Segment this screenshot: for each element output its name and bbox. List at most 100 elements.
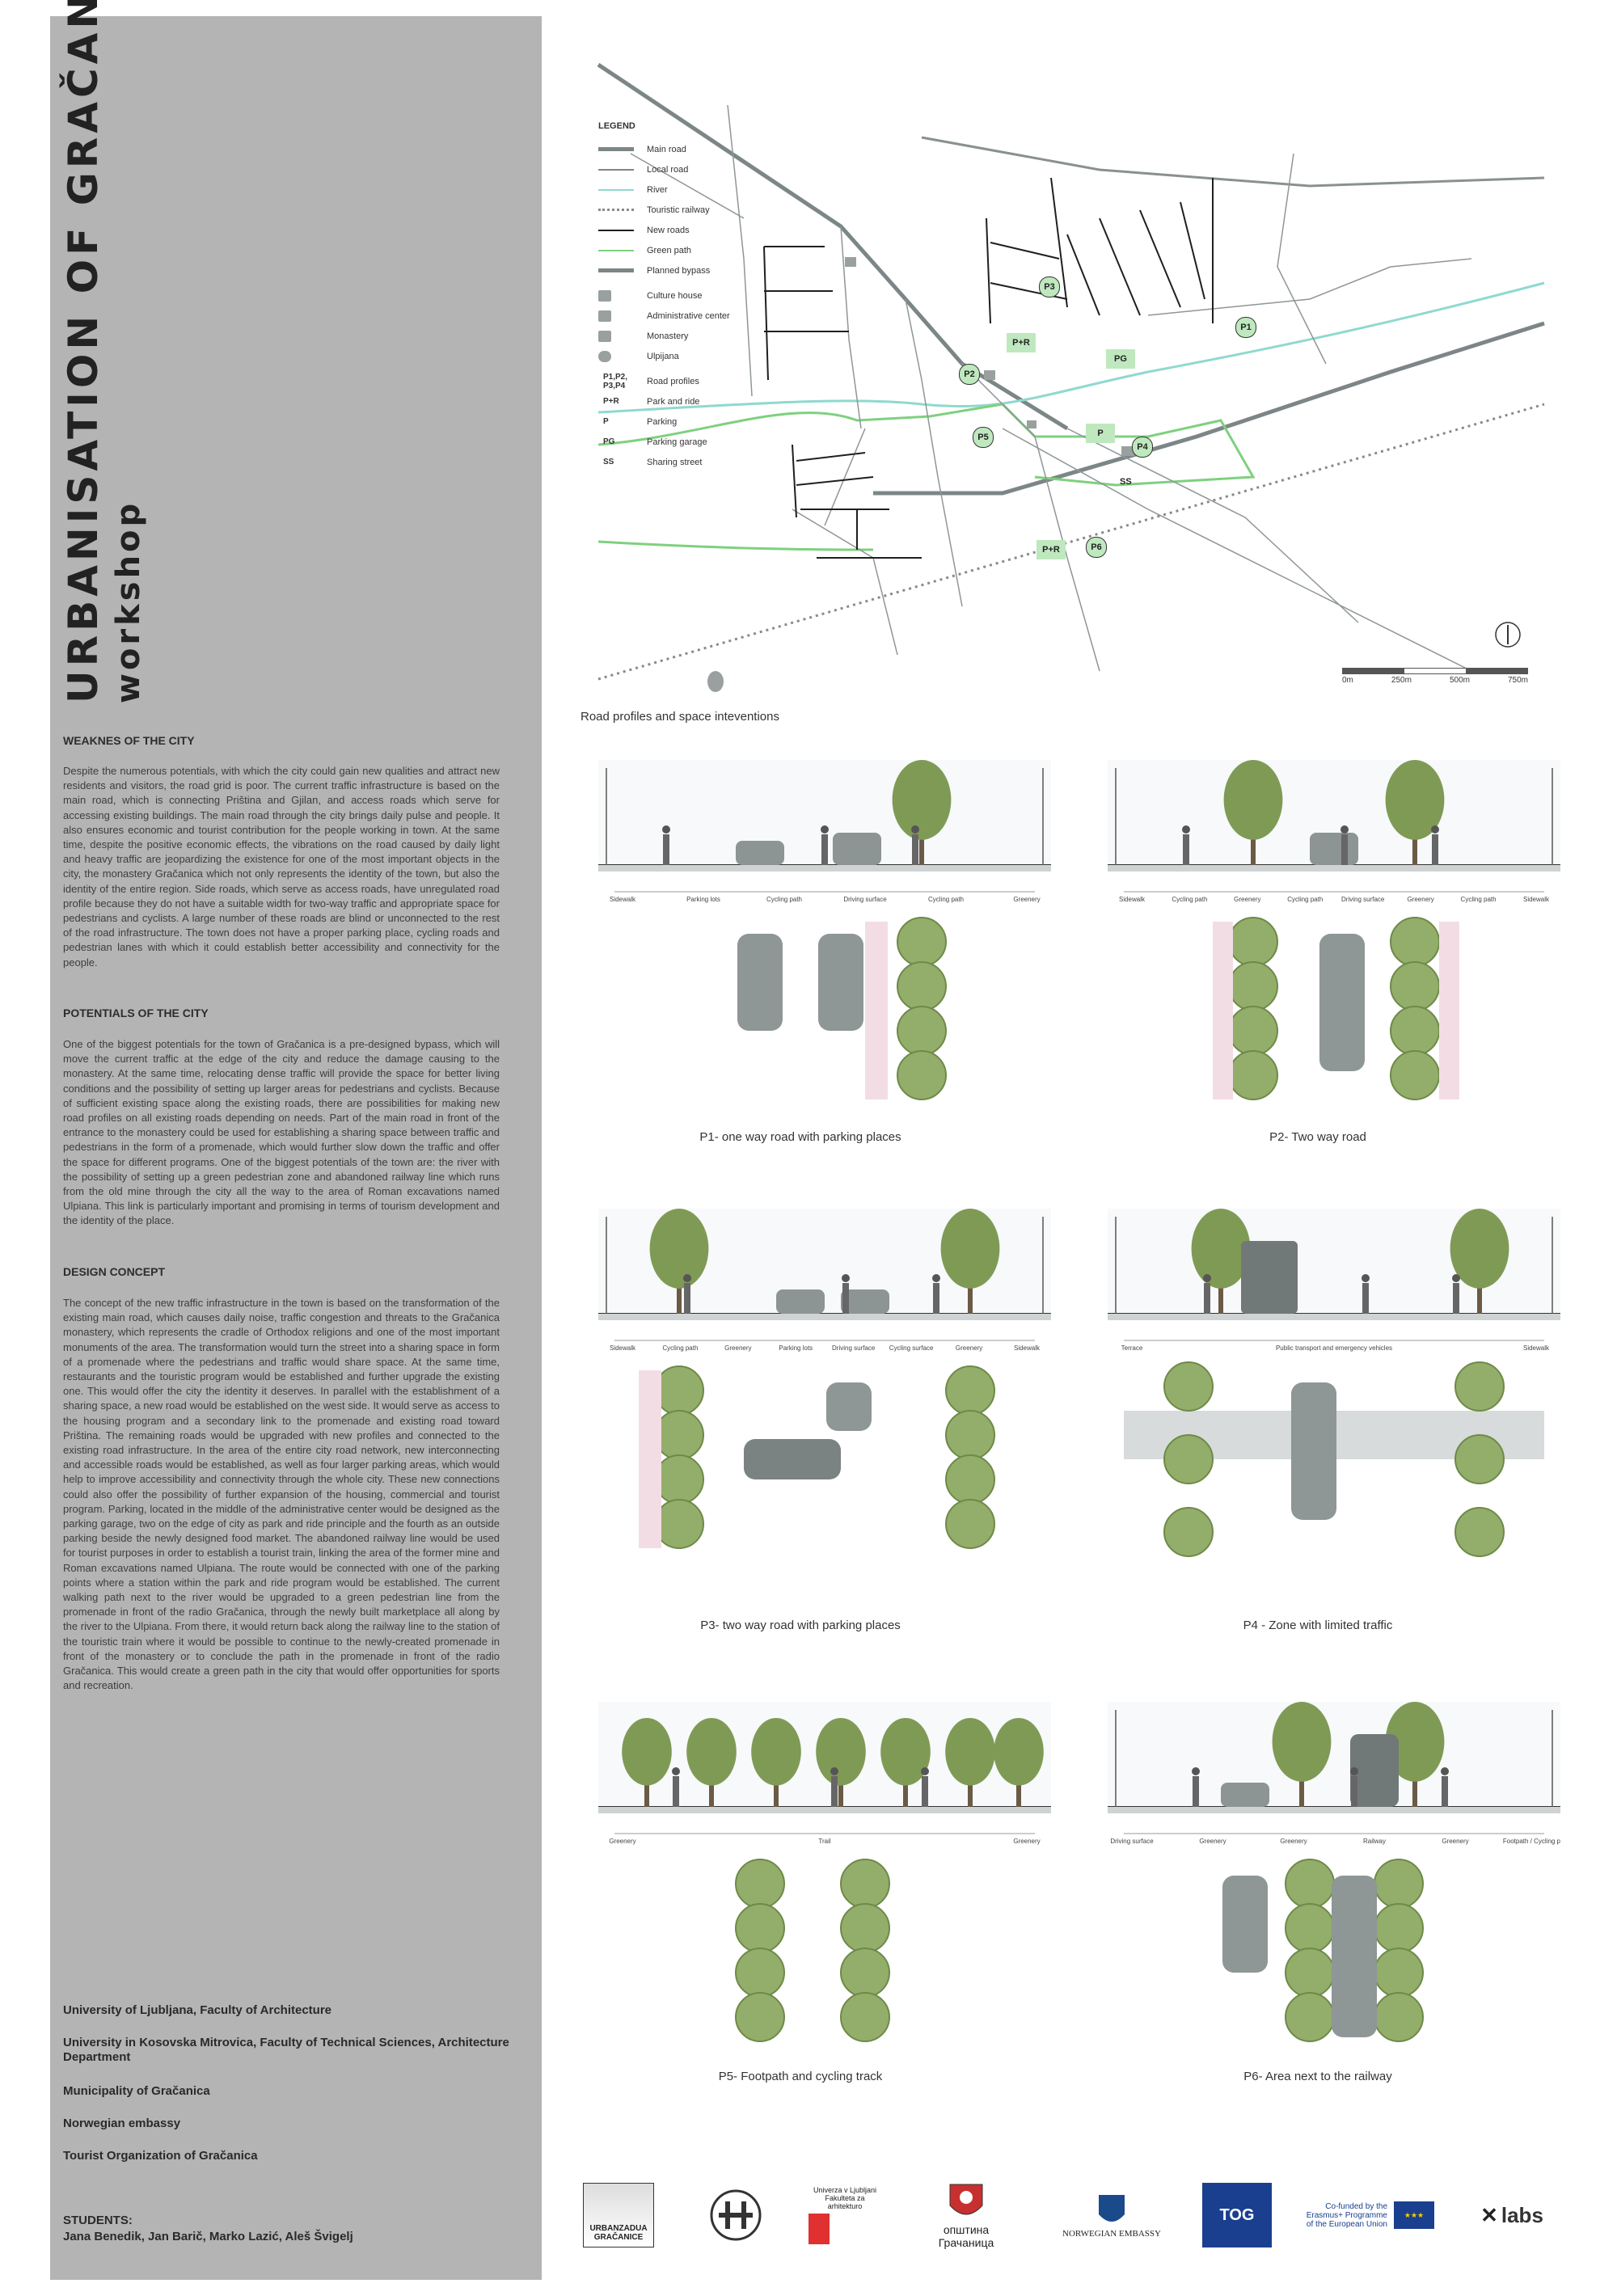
profile-label: Cycling path — [766, 896, 802, 903]
plan-tree — [1285, 1859, 1335, 1909]
profile-label: Driving surface — [1341, 896, 1385, 903]
map-marker-p2: P2 — [959, 364, 980, 385]
urban-zadua-gracanice-logo: URBANZADUA GRAČANICE — [582, 2175, 655, 2256]
person-icon — [672, 1767, 680, 1775]
person-icon — [1193, 1776, 1199, 1807]
plan-cycle-lane — [1213, 922, 1233, 1099]
potentials-text: One of the biggest potentials for the to… — [63, 1038, 500, 1227]
profile-label: Greenery — [1407, 896, 1433, 903]
section-tree-0-trunk — [1251, 823, 1256, 865]
plan-tree — [735, 1903, 785, 1953]
section-tree-0-trunk — [1299, 1765, 1304, 1807]
plan-tree — [897, 1006, 947, 1056]
person-icon — [922, 1776, 928, 1807]
weakness-heading: WEAKNES OF THE CITY — [63, 734, 195, 747]
section-tree-2 — [751, 1718, 801, 1786]
section-tree-0 — [892, 760, 952, 840]
norwegian-embassy-logo: NORWEGIAN EMBASSY — [1051, 2175, 1172, 2256]
erasmus-logo: Co-funded by the Erasmus+ Programme of t… — [1294, 2175, 1439, 2256]
section-tree-2-trunk — [774, 1771, 779, 1807]
legend-item: New roads — [598, 220, 808, 240]
plan-tree — [1454, 1361, 1505, 1412]
profile-label: Cycling path — [1172, 896, 1207, 903]
section-sky — [1108, 1702, 1560, 1807]
person-icon — [1362, 1274, 1370, 1282]
plan-tree — [1228, 917, 1278, 967]
scale-0: 0m — [1342, 676, 1353, 685]
plan-tree — [735, 1992, 785, 2042]
title-main: URBANISATION OF GRAČANICA — [60, 0, 107, 703]
plan-tree — [897, 961, 947, 1011]
plan-tree — [840, 1948, 890, 1998]
plan-car-icon — [1332, 1876, 1377, 2037]
plan-tree — [1228, 961, 1278, 1011]
new-roads — [763, 177, 1214, 559]
legend-code: P — [603, 417, 609, 426]
person-icon — [662, 825, 670, 834]
plan-tree — [1454, 1507, 1505, 1557]
labs-logo: ✕labs — [1480, 2202, 1543, 2227]
tog-logo: TOG — [1197, 2175, 1277, 2256]
owl-icon — [598, 350, 611, 362]
section-tree-1 — [1450, 1209, 1509, 1289]
north-arrow-icon — [1495, 622, 1521, 648]
person-icon — [673, 1776, 679, 1807]
legend-label: Ulpijana — [647, 351, 679, 361]
map-marker-p1: P1 — [1235, 317, 1256, 338]
legend-item: Touristic railway — [598, 200, 808, 220]
section-tree-3 — [816, 1718, 866, 1786]
legend-label: Administrative center — [647, 310, 730, 321]
section-ground — [1108, 1807, 1560, 1813]
legend-item: River — [598, 179, 808, 200]
plan-car-icon — [818, 934, 863, 1031]
person-icon — [1183, 834, 1189, 865]
title-sub: workshop — [110, 500, 147, 703]
plan-tree — [897, 1050, 947, 1100]
design-text: The concept of the new traffic infrastru… — [63, 1297, 500, 1692]
building-icons — [845, 257, 1134, 456]
profile-label: Driving surface — [832, 1344, 876, 1352]
plan-tree — [945, 1410, 995, 1460]
section-ground — [1108, 1314, 1560, 1320]
institution-3: Municipality of Gračanica — [63, 2084, 210, 2098]
profile-label: Greenery — [1280, 1838, 1307, 1845]
legend-label: Main road — [647, 144, 686, 154]
building-icon — [845, 257, 856, 267]
institution-2: University in Kosovska Mitrovica, Facult… — [63, 2036, 509, 2064]
person-icon — [830, 1767, 838, 1775]
person-icon — [911, 825, 919, 834]
person-icon — [1204, 1283, 1210, 1314]
legend-label: Touristic railway — [647, 205, 710, 215]
logo-strip: URBANZADUA GRAČANICE Univerza v Ljubljan… — [582, 2175, 1577, 2256]
bus-icon — [1241, 1241, 1298, 1314]
faculty-seal-logo — [703, 2175, 768, 2256]
section-tree-0-trunk — [644, 1771, 649, 1807]
section-tree-1 — [1385, 760, 1445, 840]
person-icon — [1182, 825, 1190, 834]
map-marker-pplusr: P+R — [1036, 540, 1066, 559]
plan-tree — [654, 1454, 704, 1505]
person-icon — [1442, 1776, 1448, 1807]
map-marker-p3: P3 — [1039, 276, 1060, 298]
section-tree-0-trunk — [677, 1272, 682, 1314]
section-tree-5-trunk — [968, 1771, 973, 1807]
plan-tree — [1228, 1050, 1278, 1100]
map-marker-p6: P6 — [1086, 537, 1107, 558]
profile-label: Terrace — [1121, 1344, 1143, 1352]
plan-tree — [1374, 1948, 1424, 1998]
theatre-masks-icon — [598, 289, 611, 302]
plan-cycle-lane — [639, 1370, 661, 1548]
legend-item: Ulpijana — [598, 346, 808, 366]
section-tree-0-trunk — [1218, 1272, 1223, 1314]
caption-p5: P5- Footpath and cycling track — [718, 2070, 883, 2083]
profile-label: Cycling path — [928, 896, 964, 903]
section-tree-0 — [622, 1718, 672, 1786]
green-path-south — [597, 540, 874, 551]
suv-icon — [1310, 833, 1358, 865]
section-tree-1-trunk — [968, 1272, 973, 1314]
section-tree-3-trunk — [838, 1771, 843, 1807]
plan-tree — [945, 1499, 995, 1549]
legend-item: Administrative center — [598, 306, 808, 326]
profile-label: Greenery — [1234, 896, 1260, 903]
